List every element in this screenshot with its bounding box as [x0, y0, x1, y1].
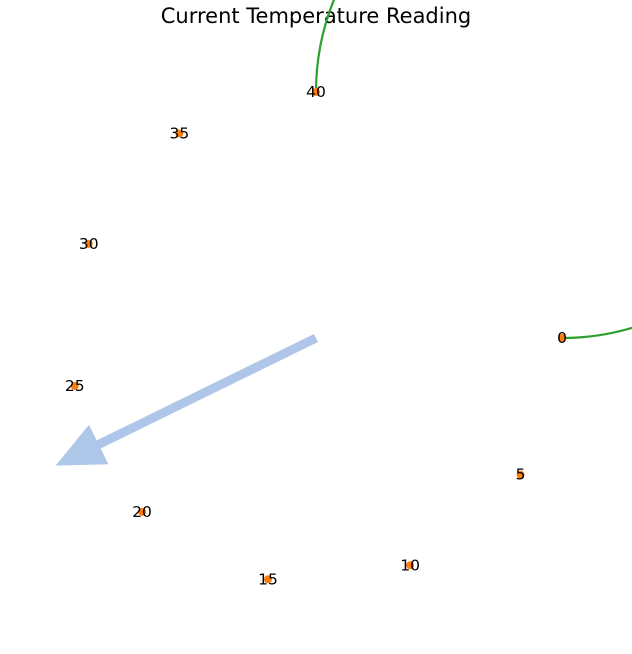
- tick-marker-30: [84, 239, 93, 248]
- tick-label-35: 35: [169, 124, 189, 142]
- tick-label-0: 0: [557, 329, 567, 347]
- tick-marker-20: [138, 507, 147, 516]
- tick-label-10: 10: [400, 556, 420, 574]
- tick-marker-35: [175, 129, 184, 138]
- tick-marker-0: [558, 334, 566, 342]
- tick-markers: [70, 88, 566, 584]
- gauge-arc: [314, 0, 632, 340]
- tick-labels: 0 5 10 15 20 25 30 35 40: [65, 83, 567, 588]
- tick-label-20: 20: [132, 503, 152, 521]
- tick-marker-15: [264, 575, 273, 584]
- tick-marker-10: [406, 561, 415, 570]
- tick-marker-25: [70, 381, 79, 390]
- chart-title: Current Temperature Reading: [160, 4, 472, 28]
- tick-label-40: 40: [306, 83, 326, 101]
- tick-label-25: 25: [65, 377, 85, 395]
- tick-marker-40: [312, 88, 320, 96]
- tick-marker-5: [516, 470, 525, 479]
- tick-label-30: 30: [79, 235, 99, 253]
- gauge-needle: [55, 334, 318, 466]
- tick-label-15: 15: [258, 570, 278, 588]
- tick-label-5: 5: [516, 466, 526, 484]
